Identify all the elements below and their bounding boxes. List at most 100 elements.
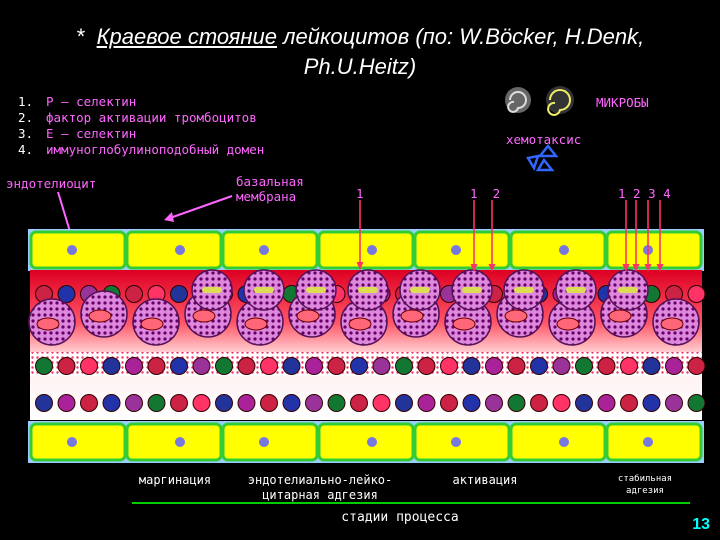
legend-item: 4.иммуноглобулиноподобный домен: [18, 142, 265, 157]
erythrocyte: [282, 357, 301, 375]
stage-adhesion: эндотелиально-лейко-цитарная адгезия: [247, 473, 393, 502]
erythrocyte: [417, 357, 436, 375]
label-chemotaxis: хемотаксис: [506, 132, 582, 147]
legend-item: 2.фактор активации тромбоцитов: [18, 110, 257, 125]
leukocyte-nucleus: [348, 317, 372, 331]
erythrocyte: [530, 357, 548, 375]
erythrocyte: [327, 394, 346, 412]
granule: [358, 287, 378, 293]
title-rest: лейкоцитов (по: W.Böcker, H.Denk,: [276, 24, 645, 49]
cell-nucleus: [67, 437, 77, 447]
erythrocyte: [350, 357, 368, 375]
legend-item: 3.E – селектин: [18, 126, 137, 141]
granule: [202, 287, 222, 293]
erythrocyte: [350, 394, 368, 412]
adhesion-arrowhead: [356, 262, 364, 270]
cell-nucleus: [451, 245, 461, 255]
erythrocyte: [57, 285, 76, 303]
erythrocyte: [597, 357, 616, 375]
membrane-arrow: [169, 195, 233, 219]
page-number: 13: [692, 516, 710, 533]
granule: [514, 287, 534, 293]
erythrocyte: [192, 357, 211, 375]
erythrocyte: [417, 394, 436, 412]
chemotaxis-recycle-icon: [526, 143, 559, 172]
microbe-cluster-icon: [546, 86, 574, 116]
erythrocyte: [260, 357, 278, 375]
bottom-endothelium-wall: [28, 421, 704, 463]
erythrocyte: [125, 357, 143, 375]
erythrocyte: [620, 357, 638, 375]
erythrocyte: [507, 394, 526, 412]
erythrocyte: [260, 394, 278, 412]
cell-nucleus: [259, 245, 269, 255]
label-marker-1-2-3-4: 1 2 3 4: [618, 186, 671, 201]
leukocyte-nucleus: [504, 309, 528, 323]
granule: [254, 287, 274, 293]
erythrocyte: [485, 394, 503, 412]
erythrocyte: [125, 394, 143, 412]
leukocyte-nucleus: [608, 309, 632, 323]
leukocyte-nucleus: [36, 317, 60, 331]
erythrocyte: [440, 394, 458, 412]
erythrocyte: [687, 394, 706, 412]
adhesion-arrowhead: [622, 264, 630, 272]
cell-nucleus: [67, 245, 77, 255]
title-marker: *: [75, 24, 85, 49]
granule: [306, 287, 326, 293]
erythrocyte: [147, 357, 166, 375]
cell-nucleus: [175, 437, 185, 447]
cell-nucleus: [643, 437, 653, 447]
erythrocyte: [530, 394, 548, 412]
erythrocyte: [170, 394, 188, 412]
endothelial-cell: [125, 230, 223, 270]
erythrocyte: [215, 394, 233, 412]
endothelial-cell: [221, 230, 319, 270]
title-line2: Ph.U.Heitz): [303, 54, 417, 79]
cell-nucleus: [259, 437, 269, 447]
erythrocyte: [687, 285, 706, 303]
title-underlined: Краевое стояние: [96, 24, 277, 49]
erythrocyte: [215, 357, 233, 375]
endothelial-cell: [605, 230, 703, 270]
erythrocyte: [57, 357, 76, 375]
stage-activation: активация: [452, 473, 518, 487]
adhesion-arrows: [356, 200, 664, 272]
endothelial-cell: [29, 230, 127, 270]
erythrocyte: [125, 285, 143, 303]
cell-nucleus: [451, 437, 461, 447]
erythrocyte: [35, 394, 53, 412]
erythrocyte: [237, 394, 256, 412]
endothelial-cell: [509, 422, 607, 462]
erythrocyte: [642, 357, 661, 375]
erythrocyte: [552, 357, 571, 375]
label-membrane-2: мембрана: [236, 189, 297, 204]
erythrocyte: [102, 357, 121, 375]
cell-nucleus: [367, 437, 377, 447]
erythrocyte: [372, 357, 391, 375]
slide-title: * Краевое стояние лейкоцитов (по: W.Böck…: [10, 22, 710, 82]
endothelial-cell: [125, 422, 223, 462]
erythrocyte: [462, 394, 481, 412]
endothelial-cell: [605, 422, 703, 462]
cell-nucleus: [559, 437, 569, 447]
erythrocyte: [35, 357, 53, 375]
label-marker-1: 1: [356, 186, 364, 201]
granule: [462, 287, 482, 293]
microbe-spiral-icon: [505, 87, 531, 113]
erythrocyte: [305, 394, 323, 412]
erythrocyte: [102, 394, 121, 412]
leukocyte-nucleus: [244, 317, 268, 331]
leukocyte-nucleus: [140, 317, 164, 331]
adhesion-arrowhead: [488, 264, 496, 272]
erythrocyte: [620, 394, 638, 412]
erythrocyte: [57, 394, 76, 412]
endothelial-cell: [317, 422, 415, 462]
label-membrane-1: базальная: [236, 174, 304, 189]
cell-nucleus: [559, 245, 569, 255]
erythrocyte: [372, 394, 391, 412]
erythrocyte: [170, 357, 188, 375]
erythrocyte: [282, 394, 301, 412]
erythrocyte: [597, 394, 616, 412]
